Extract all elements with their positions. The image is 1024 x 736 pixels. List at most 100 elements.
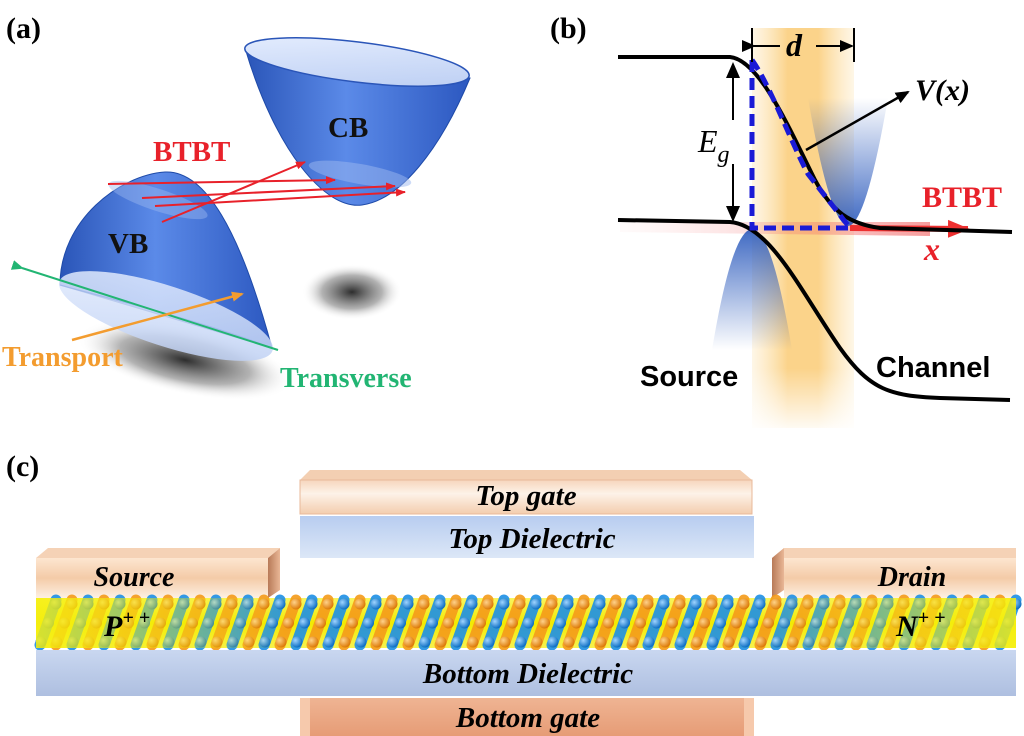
transport-label: Transport bbox=[2, 342, 123, 373]
atom bbox=[658, 598, 670, 610]
valence-band-edge bbox=[617, 218, 1011, 402]
source-region-label: Source bbox=[640, 361, 738, 393]
x-axis-label: x bbox=[923, 231, 940, 267]
atom bbox=[323, 636, 335, 648]
atom bbox=[395, 617, 406, 629]
top-dielectric: Top Dielectric bbox=[300, 516, 754, 558]
gap-label: Eg bbox=[697, 123, 730, 168]
atom bbox=[514, 598, 526, 610]
atom bbox=[387, 636, 399, 648]
valence-band-surface bbox=[59, 171, 273, 361]
atom bbox=[467, 636, 479, 648]
atom bbox=[755, 636, 767, 648]
atom bbox=[363, 617, 374, 629]
atom bbox=[699, 617, 710, 629]
atom bbox=[306, 598, 318, 610]
potential-label: V(x) bbox=[915, 74, 970, 107]
atom bbox=[466, 598, 478, 610]
transverse-axis-arrow bbox=[10, 260, 279, 351]
top-dielectric-label: Top Dielectric bbox=[448, 523, 615, 555]
atom bbox=[722, 598, 734, 610]
btbt-arrow-1 bbox=[107, 176, 336, 185]
atom bbox=[731, 617, 742, 629]
panel-b-label: (b) bbox=[550, 12, 587, 45]
atom bbox=[435, 636, 447, 648]
btbt-label: BTBT bbox=[153, 136, 230, 168]
atom bbox=[715, 617, 726, 629]
atom bbox=[315, 617, 326, 629]
top-gate-label: Top gate bbox=[475, 480, 576, 512]
atom bbox=[354, 598, 366, 610]
source-contact-label: Source bbox=[94, 562, 175, 593]
atom bbox=[322, 598, 334, 610]
atom bbox=[546, 598, 558, 610]
atom bbox=[539, 617, 550, 629]
atom bbox=[523, 617, 534, 629]
atom bbox=[603, 617, 614, 629]
atom bbox=[411, 617, 422, 629]
panel-a-label: (a) bbox=[6, 12, 41, 45]
valence-band-label: VB bbox=[108, 228, 148, 260]
atom bbox=[482, 598, 494, 610]
atom bbox=[706, 598, 718, 610]
atom bbox=[571, 617, 582, 629]
channel-region-label: Channel bbox=[876, 352, 990, 384]
atom bbox=[594, 598, 606, 610]
atom bbox=[507, 617, 518, 629]
btbt-label-b: BTBT bbox=[922, 181, 1002, 214]
atom bbox=[747, 617, 758, 629]
atom bbox=[483, 636, 495, 648]
atom bbox=[691, 636, 703, 648]
atom bbox=[459, 617, 470, 629]
atom bbox=[683, 617, 694, 629]
bottom-dielectric-label: Bottom Dielectric bbox=[422, 658, 633, 690]
atom bbox=[690, 598, 702, 610]
transverse-label: Transverse bbox=[280, 363, 412, 394]
atom bbox=[562, 598, 574, 610]
transport-axis-arrow bbox=[71, 291, 244, 342]
source-contact: Source bbox=[36, 548, 280, 598]
width-label: d bbox=[786, 27, 803, 63]
atom bbox=[611, 636, 623, 648]
atom bbox=[674, 598, 686, 610]
atom bbox=[339, 636, 351, 648]
atom bbox=[498, 598, 510, 610]
atom bbox=[291, 636, 303, 648]
atom bbox=[635, 617, 646, 629]
atom bbox=[738, 598, 750, 610]
atom bbox=[451, 636, 463, 648]
atom bbox=[626, 598, 638, 610]
atom bbox=[587, 617, 598, 629]
bottom-dielectric: Bottom Dielectric bbox=[36, 650, 1016, 696]
valence-band-shadow bbox=[77, 319, 293, 401]
atom bbox=[347, 617, 358, 629]
atom bbox=[547, 636, 559, 648]
atom bbox=[443, 617, 454, 629]
atom bbox=[627, 636, 639, 648]
atom bbox=[723, 636, 735, 648]
n-doping-label: N+ + bbox=[895, 607, 945, 643]
atom bbox=[299, 617, 310, 629]
atom bbox=[379, 617, 390, 629]
potential-pointer bbox=[805, 90, 910, 152]
atom bbox=[651, 617, 662, 629]
barrier-approximation bbox=[749, 58, 856, 231]
panel-b: (b) Eg d V(x) BTBT x Source Chann bbox=[550, 12, 1013, 428]
atom bbox=[643, 636, 655, 648]
atom bbox=[659, 636, 671, 648]
atom bbox=[331, 617, 342, 629]
atom bbox=[530, 598, 542, 610]
atom bbox=[578, 598, 590, 610]
atom bbox=[579, 636, 591, 648]
p-doping-label: P+ + bbox=[103, 607, 150, 643]
btbt-arrow-2 bbox=[141, 182, 396, 199]
atom bbox=[427, 617, 438, 629]
atom bbox=[402, 598, 414, 610]
drain-contact: Drain bbox=[772, 548, 1016, 598]
atom bbox=[355, 636, 367, 648]
atom bbox=[531, 636, 543, 648]
atom bbox=[754, 598, 766, 610]
conduction-band-cone bbox=[808, 98, 888, 226]
atom bbox=[371, 636, 383, 648]
